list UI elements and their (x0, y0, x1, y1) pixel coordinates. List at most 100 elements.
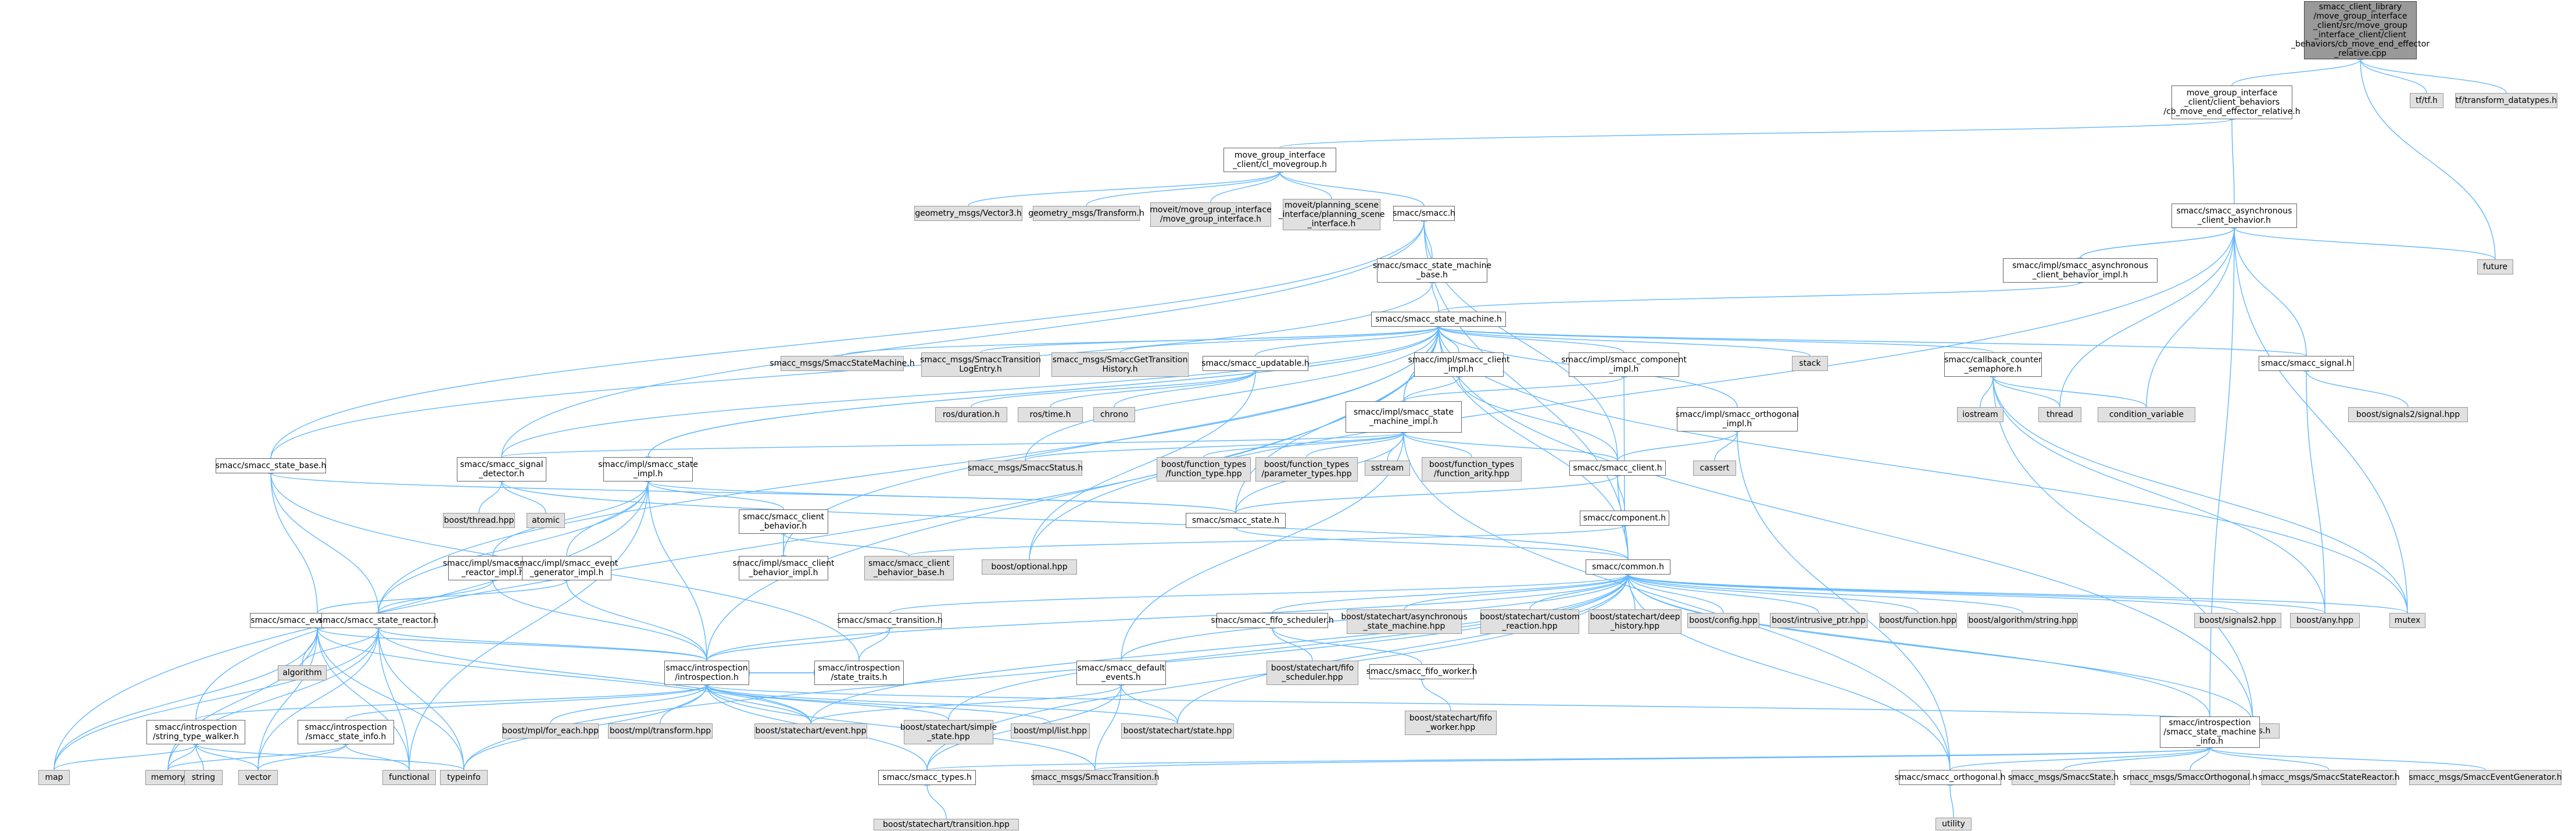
node-ros-time[interactable]: ros/time.h (1018, 407, 1083, 422)
node-stack[interactable]: stack (1792, 356, 1828, 371)
node-root[interactable]: smacc_client_library /move_group_interfa… (2291, 1, 2430, 59)
node-default-events[interactable]: smacc/smacc_default _events.h (1076, 661, 1166, 685)
node-msg-statemachine[interactable]: smacc_msgs/SmaccStateMachine.h (770, 356, 915, 371)
node-memory[interactable]: memory (145, 770, 191, 785)
node-vector[interactable]: vector (238, 770, 278, 785)
node-sstream[interactable]: sstream (1365, 461, 1410, 476)
node-orthogonal-impl[interactable]: smacc/impl/smacc_orthogonal _impl.h (1676, 407, 1799, 431)
node-cb-base[interactable]: smacc/smacc_client _behavior_base.h (864, 556, 954, 580)
node-config[interactable]: boost/config.hpp (1687, 613, 1759, 628)
node-algorithm[interactable]: algorithm (278, 665, 327, 680)
node-ssmi[interactable]: smacc/introspection /smacc_state_machine… (2160, 716, 2260, 748)
node-stw[interactable]: smacc/introspection /string_type_walker.… (146, 720, 245, 744)
node-sc-transition[interactable]: boost/statechart/transition.hpp (874, 819, 1019, 830)
node-mpl-list[interactable]: boost/mpl/list.hpp (1011, 723, 1090, 739)
node-updatable[interactable]: smacc/smacc_updatable.h (1201, 356, 1310, 371)
node-typeinfo[interactable]: typeinfo (440, 770, 488, 785)
edge-sm-h-to-msg-gettrans (1119, 322, 1441, 353)
node-smacc-types[interactable]: smacc/smacc_types.h (878, 770, 976, 785)
node-smacc-orthogonal[interactable]: smacc/smacc_orthogonal.h (1895, 770, 2005, 785)
node-mpl-foreach[interactable]: boost/mpl/for_each.hpp (502, 723, 599, 739)
node-msg-translog[interactable]: smacc_msgs/SmaccTransition LogEntry.h (920, 352, 1041, 377)
node-smacc-h[interactable]: smacc/smacc.h (1393, 206, 1455, 221)
node-cond-var[interactable]: condition_variable (2098, 407, 2195, 422)
node-boost-signal[interactable]: boost/signals2/signal.hpp (2348, 407, 2468, 422)
node-sm-h[interactable]: smacc/smacc_state_machine.h (1371, 312, 1506, 327)
node-msg-statereactor[interactable]: smacc_msgs/SmaccStateReactor.h (2258, 770, 2400, 785)
node-boost-thread[interactable]: boost/thread.hpp (443, 513, 515, 528)
node-signals2[interactable]: boost/signals2.hpp (2194, 613, 2281, 628)
node-signal-detector[interactable]: smacc/smacc_signal _detector.h (457, 457, 546, 482)
node-client-behavior[interactable]: smacc/smacc_client _behavior.h (739, 509, 828, 534)
node-sc-deep[interactable]: boost/statechart/deep _history.hpp (1588, 609, 1681, 634)
edge-common-h-to-sc-simple (948, 569, 1631, 721)
node-bany[interactable]: boost/any.hpp (2290, 613, 2360, 628)
node-introspection-h[interactable]: smacc/introspection /introspection.h (664, 661, 749, 685)
node-async-impl[interactable]: smacc/impl/smacc_asynchronous _client_be… (2003, 258, 2158, 283)
node-chrono[interactable]: chrono (1093, 407, 1135, 422)
node-cl-movegroup[interactable]: move_group_interface _client/cl_movegrou… (1223, 148, 1336, 172)
node-tf-h[interactable]: tf/tf.h (2410, 93, 2443, 108)
node-cb-impl[interactable]: smacc/impl/smacc_client _behavior_impl.h (733, 556, 835, 580)
node-component-h[interactable]: smacc/component.h (1580, 511, 1669, 526)
node-fn-type[interactable]: boost/function_types /function_type.hpp (1157, 457, 1251, 482)
node-state-base[interactable]: smacc/smacc_state_base.h (216, 458, 326, 473)
node-intrusive[interactable]: boost/intrusive_ptr.hpp (1770, 613, 1867, 628)
node-map[interactable]: map (38, 770, 70, 785)
node-transition-h[interactable]: smacc/smacc_transition.h (837, 613, 943, 628)
node-state-impl[interactable]: smacc/impl/smacc_state _impl.h (598, 457, 698, 482)
node-smacc-state-h[interactable]: smacc/smacc_state.h (1186, 513, 1286, 528)
node-functional[interactable]: functional (382, 770, 436, 785)
node-thread[interactable]: thread (2038, 407, 2081, 422)
node-msg-orthogonal[interactable]: smacc_msgs/SmaccOrthogonal.h (2123, 770, 2257, 785)
node-sc-event[interactable]: boost/statechart/event.hpp (754, 723, 867, 739)
node-bfunction[interactable]: boost/function.hpp (1879, 613, 1957, 628)
node-mutex[interactable]: mutex (2389, 613, 2425, 628)
node-signal-h[interactable]: smacc/smacc_signal.h (2259, 356, 2354, 371)
node-common-h[interactable]: smacc/common.h (1586, 559, 1670, 575)
node-balgo-string[interactable]: boost/algorithm/string.hpp (1967, 613, 2078, 628)
node-cassert[interactable]: cassert (1693, 461, 1736, 476)
node-sc-async-sm[interactable]: boost/statechart/asynchronous _state_mac… (1341, 609, 1468, 634)
node-sc-fifo-worker[interactable]: boost/statechart/fifo _worker.hpp (1405, 711, 1497, 735)
node-msg-transition[interactable]: smacc_msgs/SmaccTransition.h (1031, 770, 1160, 785)
node-sm-base[interactable]: smacc/smacc_state_machine _base.h (1373, 258, 1491, 283)
node-state-traits[interactable]: smacc/introspection /state_traits.h (814, 661, 904, 685)
edge-introspection-h-to-mpl-foreach (550, 680, 710, 724)
node-component-impl[interactable]: smacc/impl/smacc_component _impl.h (1561, 352, 1687, 377)
node-sc-custom[interactable]: boost/statechart/custom _reaction.hpp (1480, 609, 1580, 634)
node-client-impl[interactable]: smacc/impl/smacc_client _impl.h (1408, 352, 1510, 377)
node-utility[interactable]: utility (1935, 818, 1972, 830)
node-sc-state[interactable]: boost/statechart/state.hpp (1121, 723, 1234, 739)
node-moveit-psi[interactable]: moveit/planning_scene _interface/plannin… (1279, 199, 1385, 230)
node-sm-impl[interactable]: smacc/impl/smacc_state _machine_impl.h (1346, 401, 1462, 433)
node-iostream[interactable]: iostream (1957, 407, 2003, 422)
node-msg-eventgen[interactable]: smacc_msgs/SmaccEventGenerator.h (2409, 770, 2562, 785)
node-msg-gettrans[interactable]: smacc_msgs/SmaccGetTransition History.h (1051, 352, 1189, 377)
node-cb-rel-h[interactable]: move_group_interface _client/client_beha… (2163, 85, 2300, 119)
node-string[interactable]: string (184, 770, 223, 785)
node-mpl-transform[interactable]: boost/mpl/transform.hpp (608, 723, 713, 739)
node-eg-impl[interactable]: smacc/impl/smacc_event _generator_impl.h (516, 556, 618, 580)
node-fifo-worker[interactable]: smacc/smacc_fifo_worker.h (1366, 664, 1477, 679)
node-sc-fifo-sched[interactable]: boost/statechart/fifo _scheduler.hpp (1266, 661, 1358, 685)
node-msg-status[interactable]: smacc_msgs/SmaccStatus.h (968, 461, 1083, 476)
node-future[interactable]: future (2477, 259, 2513, 274)
node-async-cb[interactable]: smacc/smacc_asynchronous _client_behavio… (2171, 204, 2297, 228)
node-sc-simple[interactable]: boost/statechart/simple _state.hpp (900, 720, 997, 744)
node-gm-transform[interactable]: geometry_msgs/Transform.h (1028, 206, 1144, 221)
node-tf-datatypes[interactable]: tf/transform_datatypes.h (2455, 93, 2557, 108)
node-smacc-client-h[interactable]: smacc/smacc_client.h (1569, 461, 1666, 476)
node-state-reactor[interactable]: smacc/smacc_state_reactor.h (319, 613, 438, 628)
node-ssi[interactable]: smacc/introspection /smacc_state_info.h (298, 720, 394, 744)
node-moveit-mgi[interactable]: moveit/move_group_interface /move_group_… (1150, 202, 1272, 227)
node-fn-param[interactable]: boost/function_types /parameter_types.hp… (1255, 457, 1358, 482)
node-gm-vector3[interactable]: geometry_msgs/Vector3.h (914, 206, 1022, 221)
node-atomic[interactable]: atomic (527, 513, 565, 528)
node-ros-duration[interactable]: ros/duration.h (935, 407, 1007, 422)
node-msg-state[interactable]: smacc_msgs/SmaccState.h (2008, 770, 2119, 785)
node-optional[interactable]: boost/optional.hpp (982, 559, 1077, 575)
node-fifo-scheduler[interactable]: smacc/smacc_fifo_scheduler.h (1211, 613, 1334, 628)
node-fn-arity[interactable]: boost/function_types /function_arity.hpp (1422, 457, 1522, 482)
node-callback-sem[interactable]: smacc/callback_counter _semaphore.h (1944, 352, 2042, 377)
